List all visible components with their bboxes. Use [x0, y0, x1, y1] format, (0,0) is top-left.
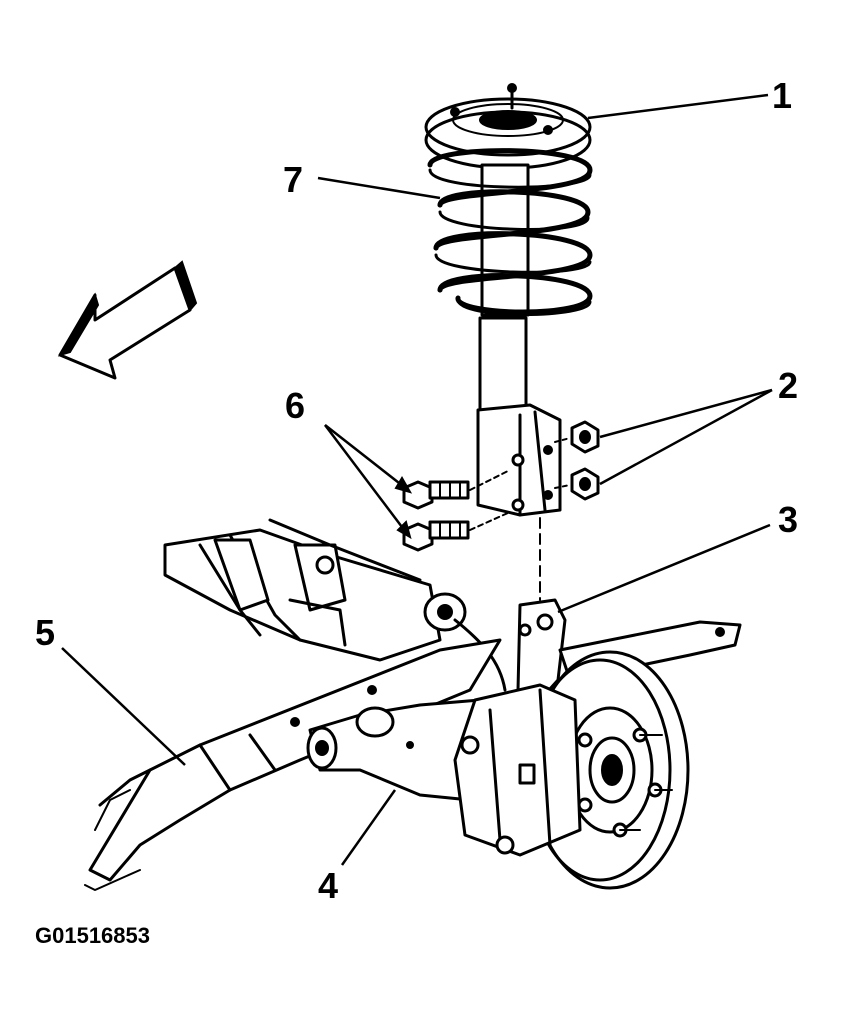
leader-line-6a	[324, 424, 409, 491]
leader-line-7	[317, 176, 441, 200]
brake-caliper	[453, 683, 582, 857]
callout-5: 5	[35, 612, 55, 653]
arrowhead-6b	[396, 520, 412, 540]
leader-line-2b	[599, 388, 773, 486]
callout-3: 3	[778, 499, 798, 540]
leader-line-5	[61, 647, 186, 766]
leader-line-2a	[599, 388, 773, 439]
leader-line-6b	[324, 424, 409, 536]
strut-nuts	[554, 420, 600, 501]
frame-crossmember	[163, 518, 442, 662]
callout-2: 2	[778, 365, 798, 406]
frame-rail	[84, 638, 502, 891]
coil-spring	[427, 148, 593, 317]
callout-1: 1	[772, 75, 792, 116]
leader-line-4	[340, 789, 397, 866]
callout-6: 6	[285, 385, 305, 426]
leader-line-1	[587, 93, 769, 120]
strut-body	[476, 316, 562, 517]
strut-bolts	[402, 469, 511, 552]
callout-7: 7	[283, 159, 303, 200]
arrowhead-6a	[394, 476, 413, 494]
callout-4: 4	[318, 865, 338, 906]
figure-id: G01516853	[35, 923, 150, 948]
leader-line-3	[557, 523, 771, 614]
direction-arrow-icon	[57, 260, 198, 380]
